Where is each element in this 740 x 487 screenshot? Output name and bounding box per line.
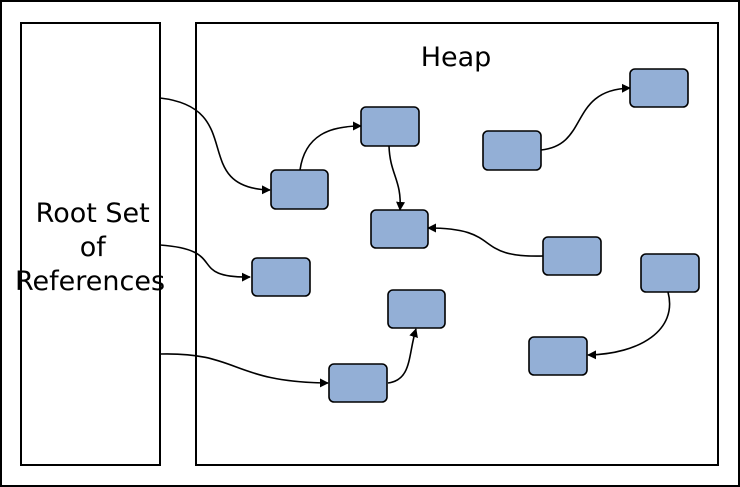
- heap-object-node: [360, 106, 420, 147]
- heap-object-node: [640, 253, 700, 293]
- heap-object-node: [528, 336, 588, 376]
- edge-node-b-to-node-c: [388, 145, 406, 211]
- root-set-label: Root Set of References: [15, 198, 165, 297]
- root-label-line-1: Root Set: [36, 198, 150, 229]
- heap-object-node: [629, 68, 689, 108]
- edge-root-to-node-f: [159, 353, 329, 388]
- heap-objects: [251, 68, 700, 403]
- edge-node-d-to-node-i: [540, 83, 631, 151]
- heap-object-node: [328, 363, 388, 403]
- reference-edges: [159, 83, 671, 388]
- root-label-line-3: References: [15, 266, 165, 297]
- edge-node-a-to-node-b: [299, 121, 362, 171]
- heap-object-node: [482, 130, 542, 171]
- heap-object-node: [387, 289, 446, 329]
- heap-object-node: [542, 236, 602, 276]
- heap-object-node: [370, 209, 429, 249]
- edge-node-j-to-node-k: [587, 291, 671, 360]
- edge-root-to-node-a: [159, 97, 271, 195]
- root-set-panel: [20, 22, 161, 466]
- edge-node-h-to-node-c: [427, 223, 544, 257]
- heap-label: Heap: [421, 42, 492, 73]
- heap-object-node: [270, 169, 329, 210]
- edge-node-f-to-node-g: [387, 328, 418, 384]
- root-label-line-2: of: [80, 232, 108, 263]
- heap-object-node: [251, 257, 311, 297]
- edge-root-to-node-e: [159, 244, 251, 282]
